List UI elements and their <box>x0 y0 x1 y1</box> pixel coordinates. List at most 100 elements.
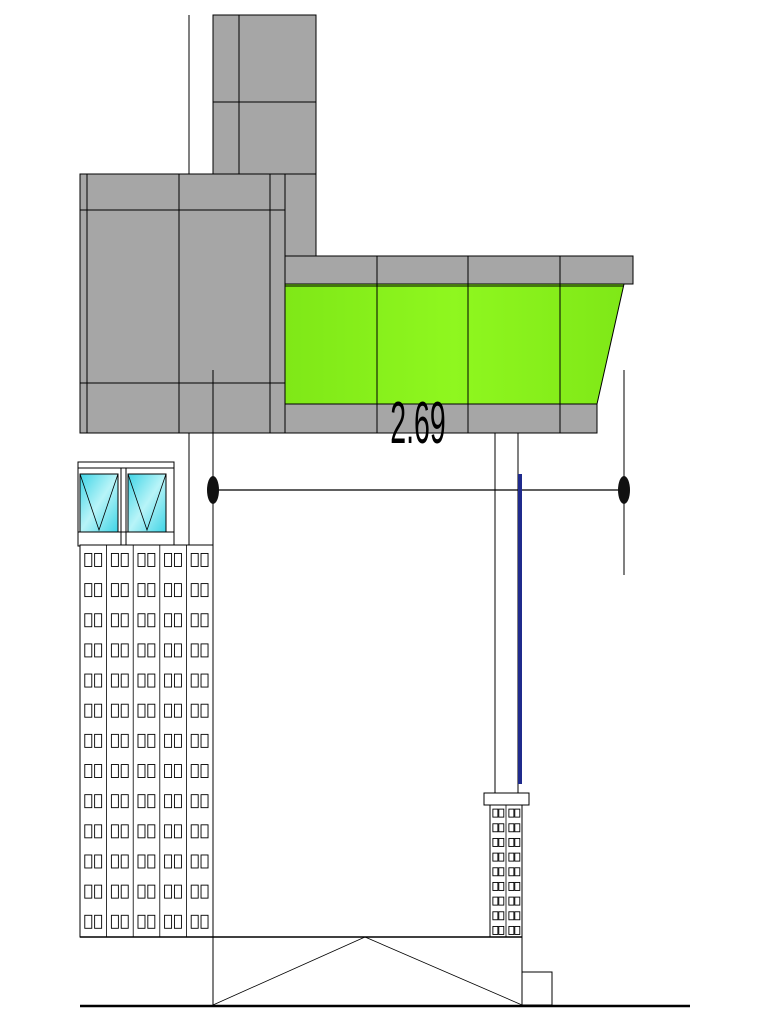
breeze-block-hole <box>84 673 93 688</box>
breeze-block-hole <box>200 854 209 869</box>
breeze-block-hole <box>514 881 521 891</box>
breeze-block-hole <box>94 583 103 598</box>
breeze-block-hole <box>498 852 505 862</box>
breeze-block-hole <box>190 794 199 809</box>
breeze-block-hole <box>508 823 515 833</box>
breeze-block-hole <box>110 613 119 628</box>
breeze-block-hole <box>110 854 119 869</box>
breeze-block-hole <box>137 673 146 688</box>
breeze-block-hole <box>94 673 103 688</box>
breeze-block-hole <box>94 794 103 809</box>
breeze-block-hole <box>173 884 182 899</box>
breeze-block-hole <box>164 673 173 688</box>
breeze-block-hole <box>84 703 93 718</box>
breeze-block-hole <box>120 914 129 929</box>
breeze-block-hole <box>110 884 119 899</box>
breeze-block-hole <box>492 881 499 891</box>
breeze-block-hole <box>173 703 182 718</box>
breeze-block-hole <box>137 613 146 628</box>
breeze-block-hole <box>110 733 119 748</box>
breeze-block-hole <box>147 552 156 567</box>
breeze-block-hole <box>164 583 173 598</box>
window-glass-right <box>127 473 167 533</box>
dimension-tick-left <box>207 476 219 504</box>
breeze-block-hole <box>190 824 199 839</box>
dimension-label: 2.69 <box>390 390 445 456</box>
breeze-block-hole <box>84 854 93 869</box>
cantilever-top-band <box>284 255 634 285</box>
breeze-block-hole <box>173 824 182 839</box>
brick-pier <box>489 804 523 938</box>
breeze-block-hole <box>508 925 515 935</box>
breeze-block-hole <box>190 673 199 688</box>
breeze-block-hole <box>120 884 129 899</box>
breeze-block-wall <box>79 544 214 938</box>
post-cap <box>483 792 530 806</box>
breeze-block-hole <box>200 824 209 839</box>
breeze-block-hole <box>200 914 209 929</box>
breeze-block-hole <box>498 867 505 877</box>
breeze-block-hole <box>84 824 93 839</box>
breeze-block-hole <box>147 764 156 778</box>
breeze-block-hole <box>147 824 156 839</box>
breeze-block-hole <box>94 914 103 929</box>
breeze-block-hole <box>120 552 129 567</box>
breeze-block-hole <box>110 914 119 929</box>
breeze-block-hole <box>200 552 209 567</box>
breeze-block-hole <box>137 703 146 718</box>
breeze-block-hole <box>84 914 93 929</box>
breeze-block-hole <box>110 703 119 718</box>
breeze-block-hole <box>84 764 93 778</box>
breeze-block-hole <box>190 643 199 658</box>
breeze-block-hole <box>164 613 173 628</box>
breeze-block-hole <box>498 896 505 906</box>
breeze-block-hole <box>514 867 521 877</box>
breeze-block-hole <box>498 808 505 818</box>
breeze-block-hole <box>94 854 103 869</box>
breeze-block-hole <box>120 764 129 778</box>
breeze-block-hole <box>137 824 146 839</box>
breeze-block-hole <box>200 884 209 899</box>
breeze-block-hole <box>190 583 199 598</box>
breeze-block-hole <box>120 794 129 809</box>
step-block <box>521 971 553 1006</box>
breeze-block-hole <box>492 911 499 921</box>
breeze-block-hole <box>147 613 156 628</box>
breeze-block-hole <box>84 552 93 567</box>
breeze-block-hole <box>498 881 505 891</box>
breeze-block-hole <box>94 552 103 567</box>
breeze-block-hole <box>94 703 103 718</box>
breeze-block-hole <box>200 794 209 809</box>
breeze-block-hole <box>147 794 156 809</box>
breeze-block-hole <box>164 914 173 929</box>
breeze-block-hole <box>173 854 182 869</box>
breeze-block-hole <box>164 643 173 658</box>
breeze-block-hole <box>164 824 173 839</box>
breeze-block-hole <box>508 867 515 877</box>
breeze-block-hole <box>164 794 173 809</box>
breeze-block-hole <box>492 896 499 906</box>
breeze-block-hole <box>94 824 103 839</box>
breeze-block-hole <box>120 583 129 598</box>
breeze-block-hole <box>120 824 129 839</box>
breeze-block-hole <box>173 583 182 598</box>
breeze-block-hole <box>190 764 199 778</box>
breeze-block-hole <box>173 673 182 688</box>
breeze-block-hole <box>173 613 182 628</box>
breeze-block-hole <box>94 733 103 748</box>
breeze-block-hole <box>508 896 515 906</box>
breeze-block-hole <box>190 733 199 748</box>
breeze-block-hole <box>514 852 521 862</box>
breeze-block-hole <box>94 884 103 899</box>
breeze-block-hole <box>110 673 119 688</box>
breeze-block-hole <box>492 925 499 935</box>
breeze-block-hole <box>508 881 515 891</box>
dimension-tick-right <box>618 476 630 504</box>
breeze-block-hole <box>147 733 156 748</box>
breeze-block-hole <box>190 613 199 628</box>
breeze-block-hole <box>514 911 521 921</box>
breeze-block-hole <box>200 643 209 658</box>
breeze-block-hole <box>137 764 146 778</box>
breeze-block-hole <box>190 854 199 869</box>
breeze-block-hole <box>110 794 119 809</box>
